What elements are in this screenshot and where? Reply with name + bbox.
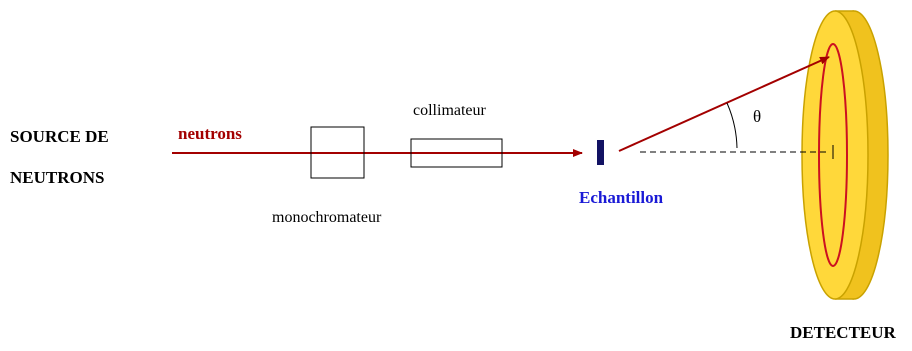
sample-block (597, 140, 604, 165)
sample-label: Echantillon (579, 188, 664, 207)
theta-label: θ (753, 107, 762, 126)
source-label-line2: NEUTRONS (10, 168, 105, 187)
detector-label: DETECTEUR (790, 323, 896, 342)
beam-label: neutrons (178, 124, 242, 143)
detector (801, 10, 889, 300)
detector-ring (818, 43, 848, 267)
monochromator-box (310, 126, 365, 179)
monochromator-label: monochromateur (272, 209, 382, 226)
theta-arc (726, 102, 738, 149)
source-label-line1: SOURCE DE (10, 127, 109, 146)
collimator-box (410, 138, 503, 168)
scattered-beam-arrow (618, 56, 830, 152)
collimator-label: collimateur (413, 102, 486, 119)
detector-face (801, 10, 869, 300)
